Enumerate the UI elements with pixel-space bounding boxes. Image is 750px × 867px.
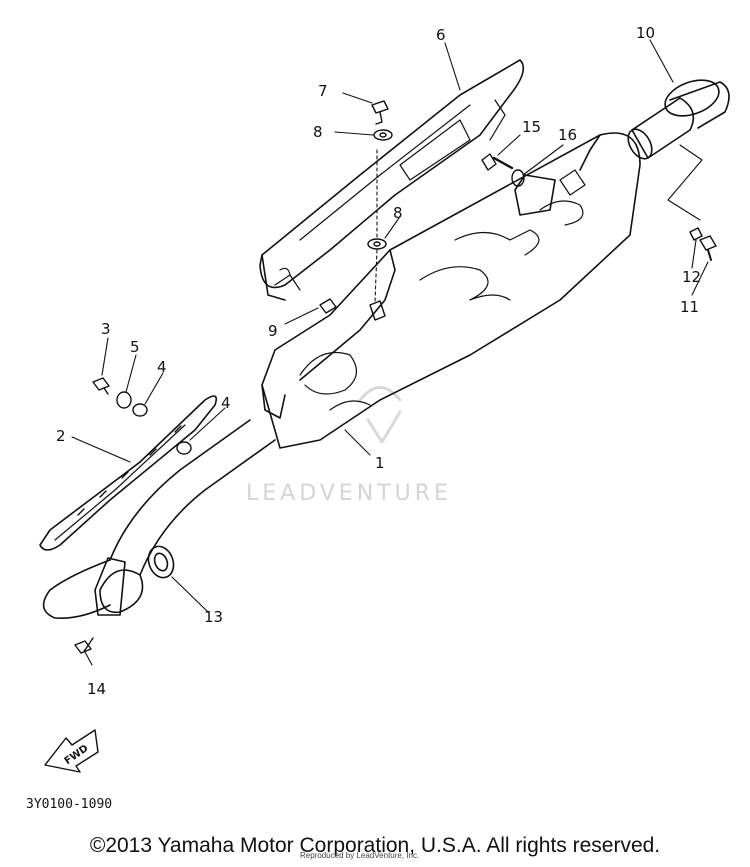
watermark-logo bbox=[358, 386, 402, 444]
part-labels: 6 10 7 8 15 16 8 12 11 9 3 5 4 4 2 1 13 … bbox=[56, 24, 701, 698]
head-pipe bbox=[42, 419, 276, 620]
part-label-3: 3 bbox=[101, 320, 111, 338]
part-label-2: 2 bbox=[56, 427, 66, 445]
part-label-14: 14 bbox=[87, 680, 106, 698]
part-label-11: 11 bbox=[680, 298, 699, 316]
part-label-13: 13 bbox=[204, 608, 223, 626]
part-label-8-top: 8 bbox=[313, 123, 323, 141]
part-label-8-middle: 8 bbox=[393, 204, 403, 222]
hardware bbox=[74, 100, 717, 654]
part-label-4-upper: 4 bbox=[157, 358, 167, 376]
watermark-text: LEADVENTURE bbox=[246, 481, 452, 506]
part-label-7: 7 bbox=[318, 82, 328, 100]
diagram-code: 3Y0100-1090 bbox=[26, 797, 112, 812]
tail-pipe bbox=[627, 79, 730, 160]
fwd-arrow-icon bbox=[44, 729, 99, 773]
heat-protector bbox=[39, 395, 218, 551]
part-label-9: 9 bbox=[268, 322, 278, 340]
leader-lines bbox=[71, 39, 709, 666]
reproduction-notice: Reproduced by LeadVenture, Inc. bbox=[300, 851, 420, 860]
part-label-1: 1 bbox=[375, 454, 385, 472]
muffler-body bbox=[261, 132, 641, 449]
fwd-label: FWD bbox=[63, 743, 91, 767]
part-label-6: 6 bbox=[436, 26, 446, 44]
part-label-5: 5 bbox=[130, 338, 140, 356]
part-label-4-lower: 4 bbox=[221, 394, 231, 412]
part-label-15: 15 bbox=[522, 118, 541, 136]
part-label-12: 12 bbox=[682, 268, 701, 286]
part-label-16: 16 bbox=[558, 126, 577, 144]
part-label-10: 10 bbox=[636, 24, 655, 42]
copyright-notice: ©2013 Yamaha Motor Corporation, U.S.A. A… bbox=[89, 834, 661, 857]
muffler-protector bbox=[259, 59, 525, 301]
gasket bbox=[147, 545, 175, 579]
